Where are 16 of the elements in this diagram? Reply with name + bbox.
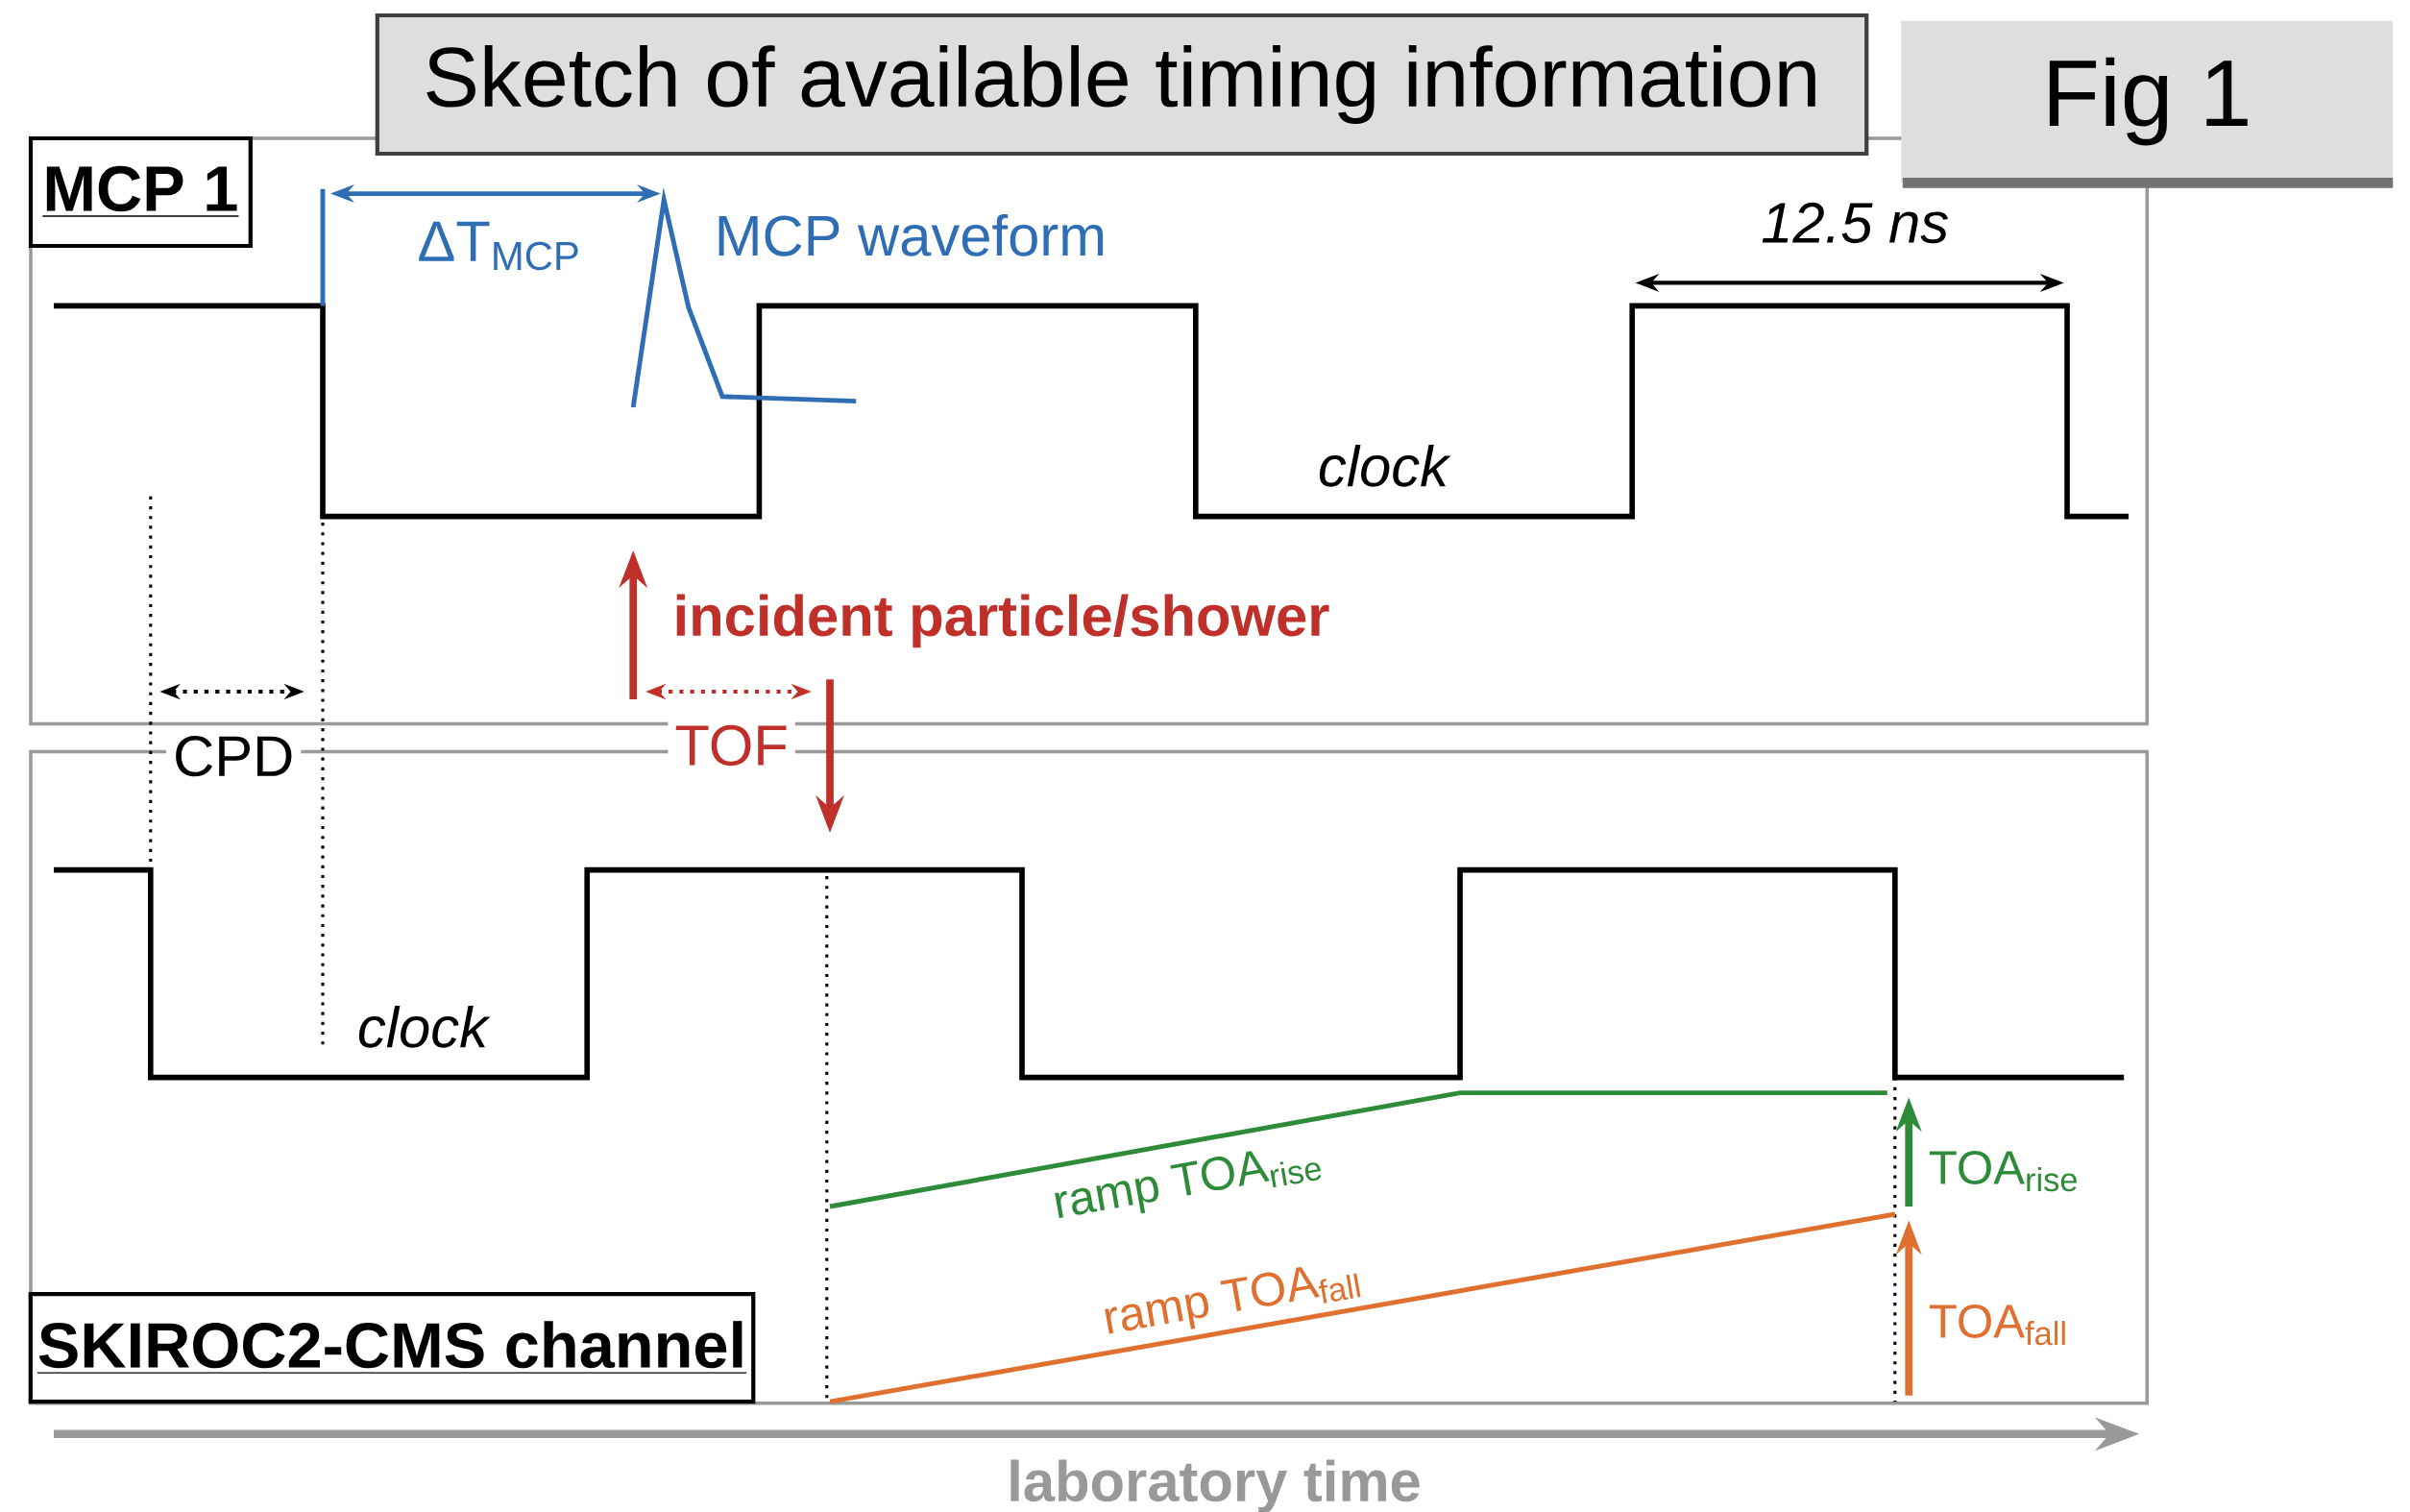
- text-label: MCP waveform: [718, 213, 1104, 256]
- text-label: TOA$_{fall}$: [1929, 1305, 2065, 1346]
- text-label: ramp TOA$_{rise}$: [1055, 1151, 1322, 1218]
- text-label: TOF: [668, 718, 795, 773]
- title-box: Sketch of available timing information: [375, 12, 1869, 157]
- panel-heading: SKIROC2-CMS channel: [28, 1292, 756, 1404]
- figure-number-box: Fig 1: [1901, 20, 2394, 183]
- text-label: clock: [358, 1005, 491, 1048]
- text-label: ΔT$_{MCP}$: [419, 221, 578, 271]
- text-label: TOA$_{rise}$: [1929, 1151, 2077, 1192]
- panel-heading: MCP 1: [28, 135, 253, 249]
- text-label: incident particle/shower: [676, 594, 1329, 648]
- text-label: 12.5 ns: [1762, 202, 1948, 244]
- text-label: CPD: [166, 729, 302, 784]
- text-label: clock: [1319, 444, 1451, 487]
- text-label: ramp TOA$_{fall}$: [1105, 1266, 1361, 1334]
